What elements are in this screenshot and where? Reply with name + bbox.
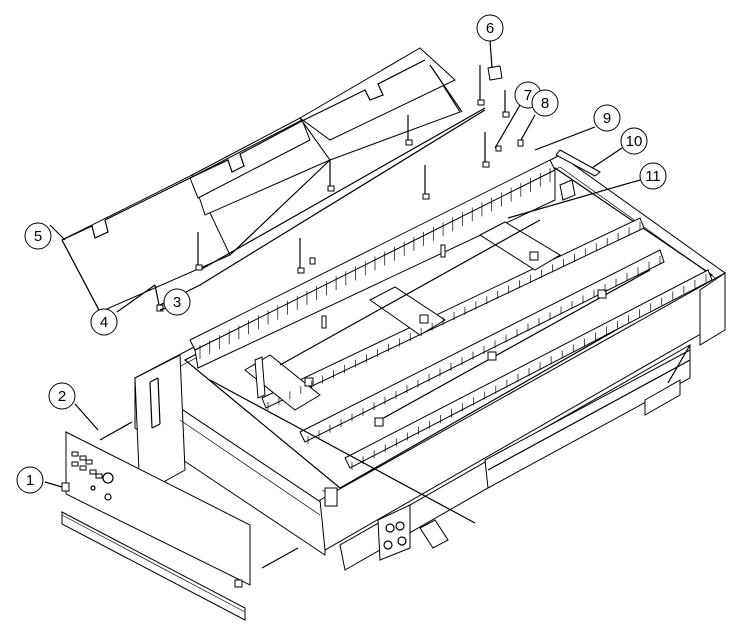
- callout-8-label: 8: [541, 95, 549, 112]
- callout-2: 2: [48, 382, 76, 410]
- callout-10: 10: [620, 127, 648, 155]
- rod-assembly: [154, 65, 601, 329]
- callout-3-label: 3: [173, 294, 181, 311]
- callout-9: 9: [593, 104, 621, 132]
- callout-5-label: 5: [34, 228, 42, 245]
- callout-1-label: 1: [26, 472, 34, 489]
- callout-6: 6: [476, 14, 504, 42]
- support-brackets: [377, 344, 691, 561]
- cover-panels: [61, 47, 463, 313]
- callout-11-label: 11: [645, 168, 661, 185]
- main-housing: [134, 154, 726, 571]
- callout-8: 8: [531, 89, 559, 117]
- leader-lines: [44, 39, 641, 488]
- callout-1: 1: [16, 466, 44, 494]
- callout-balloons: 1 2 3 4 5 6 7 8: [16, 14, 667, 494]
- callout-4: 4: [90, 308, 118, 336]
- callout-3: 3: [163, 288, 191, 316]
- callout-11: 11: [639, 162, 667, 190]
- callout-9-label: 9: [603, 110, 611, 127]
- callout-6-label: 6: [486, 20, 494, 37]
- callout-5: 5: [24, 222, 52, 250]
- callout-2-label: 2: [58, 388, 66, 405]
- element-tick-marks: [199, 168, 707, 470]
- callout-4-label: 4: [100, 314, 108, 331]
- control-panel: [61, 421, 299, 621]
- callout-10-label: 10: [626, 133, 643, 150]
- callout-7-label: 7: [524, 87, 532, 104]
